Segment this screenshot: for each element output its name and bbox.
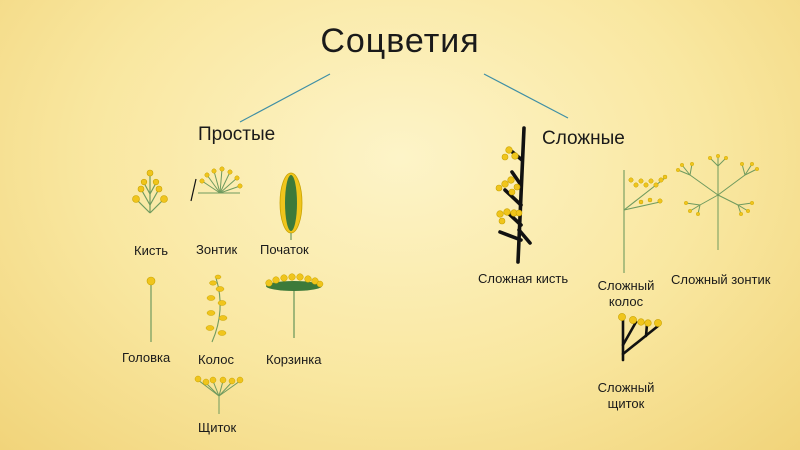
corymb-drawing [197, 379, 241, 414]
label-raceme: Кисть [134, 243, 169, 258]
label-corymb: Щиток [198, 420, 237, 435]
simple-group-heading: Простые [198, 124, 276, 145]
label-spike: Колос [198, 352, 234, 367]
spadix-drawing [279, 172, 303, 240]
connector-complex [483, 73, 569, 119]
diagram-title: Соцветия [320, 22, 480, 60]
label-basket: Корзинка [266, 352, 322, 367]
label-compound-umbel: Сложный зонтик [671, 272, 771, 287]
label-compound-corymb: Сложный щиток [597, 380, 655, 411]
label-umbel: Зонтик [196, 242, 238, 257]
raceme-drawing [135, 174, 165, 214]
compound-raceme-drawing [498, 126, 532, 264]
complex-group-heading: Сложные [542, 128, 625, 149]
label-spadix: Початок [260, 242, 309, 257]
connector-simple [239, 73, 331, 123]
compound-umbel-drawing [677, 156, 758, 250]
label-head: Головка [122, 350, 171, 365]
basket-drawing [265, 273, 324, 338]
head-drawing [146, 276, 156, 342]
umbel-drawing [198, 168, 241, 194]
label-compound-raceme: Сложная кисть [478, 271, 569, 286]
spike-drawing [205, 274, 228, 343]
compound-spike-drawing [623, 170, 668, 273]
label-compound-spike: Сложный колос [597, 278, 655, 309]
